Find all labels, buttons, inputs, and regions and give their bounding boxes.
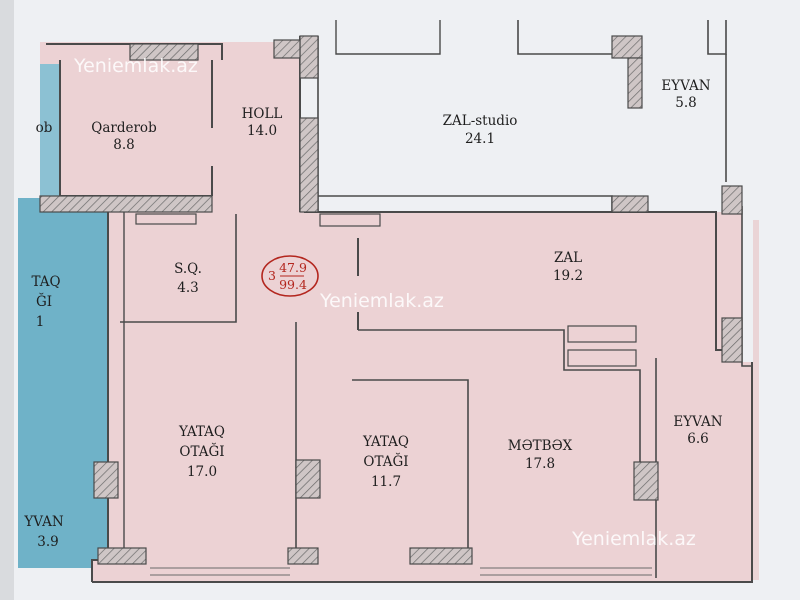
room-qarderob-area: 8.8 xyxy=(113,137,134,153)
room-sq-name: S.Q. xyxy=(174,261,202,277)
room-zal-name: ZAL xyxy=(554,250,582,266)
room-eyvan-top-area: 5.8 xyxy=(675,95,696,111)
watermark-center: Yeniemlak.az xyxy=(319,290,444,312)
room-yataq1-name-line2: OTAĞI xyxy=(179,443,224,460)
apartment-area xyxy=(60,42,752,582)
room-yataq2-name-line2: OTAĞI xyxy=(363,453,408,470)
paper-shadow-left xyxy=(0,0,14,600)
room-holl-area: 14.0 xyxy=(247,123,277,139)
living-area: 47.9 xyxy=(279,260,307,275)
neighbor-label-mid3: 1 xyxy=(36,314,45,330)
neighbor-label-top: ob xyxy=(36,120,53,136)
columns xyxy=(39,35,743,565)
room-zal-studio-name: ZAL-studio xyxy=(443,113,518,129)
neighbor-label-mid2: ĞI xyxy=(36,293,52,310)
room-eyvan-top-name: EYVAN xyxy=(661,78,710,94)
room-metbex-name: MƏTBƏX xyxy=(508,438,573,454)
neighbor-label-eyvan: YVAN xyxy=(23,514,63,530)
room-zal-studio-area: 24.1 xyxy=(465,131,495,147)
windows xyxy=(150,220,759,580)
room-zal-area: 19.2 xyxy=(553,268,583,284)
total-area: 99.4 xyxy=(279,277,307,292)
kitchen-fixtures xyxy=(135,213,637,367)
neighbor-label-eyvan-area: 3.9 xyxy=(37,534,58,550)
room-yataq1-name-line1: YATAQ xyxy=(178,424,225,440)
area-badge: 3 47.9 99.4 xyxy=(261,255,319,297)
neighbor-unit-top xyxy=(40,44,60,196)
room-sq-area: 4.3 xyxy=(177,280,198,296)
apartment-number: 3 xyxy=(268,268,276,283)
room-yataq2-name-line1: YATAQ xyxy=(362,434,409,450)
room-metbex-area: 17.8 xyxy=(525,456,555,472)
room-holl-name: HOLL xyxy=(242,106,283,122)
room-yataq1-area: 17.0 xyxy=(187,464,217,480)
pink-strip-left xyxy=(40,42,62,64)
room-eyvan-right-name: EYVAN xyxy=(673,414,722,430)
room-yataq2-area: 11.7 xyxy=(371,474,401,490)
watermark-bottom: Yeniemlak.az xyxy=(571,528,696,550)
room-qarderob-name: Qarderob xyxy=(91,120,156,136)
neighbor-label-mid1: TAQ xyxy=(31,274,60,290)
room-eyvan-right-area: 6.6 xyxy=(687,431,708,447)
watermark-top: Yeniemlak.az xyxy=(73,55,198,77)
neighbor-unit xyxy=(18,198,110,568)
